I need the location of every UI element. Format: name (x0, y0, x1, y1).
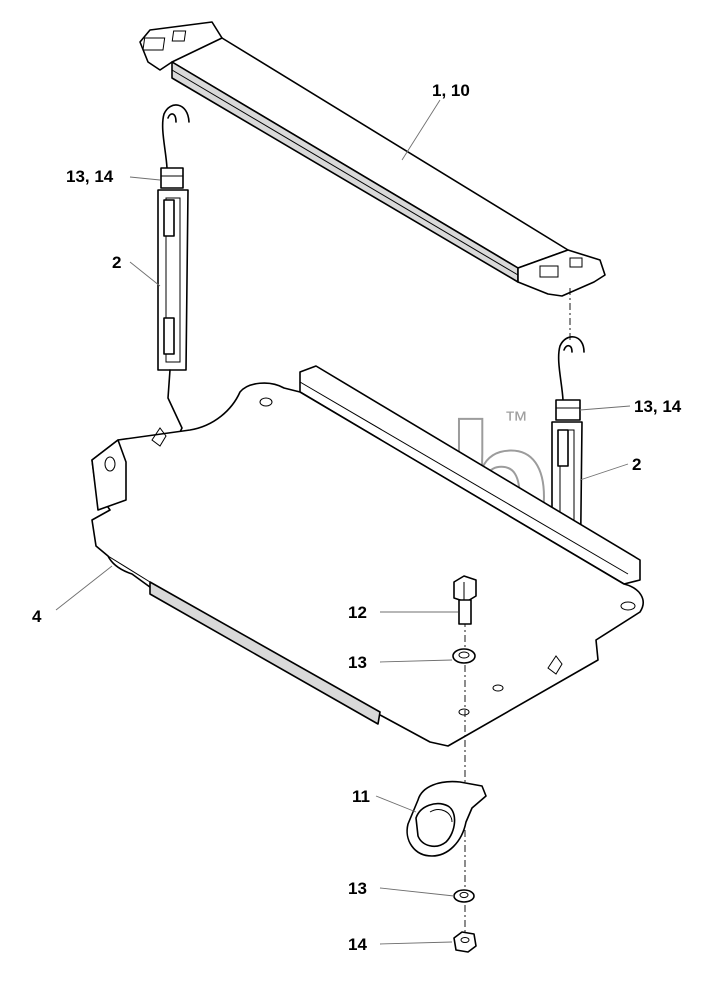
callout-tray: 4 (32, 607, 42, 626)
leader-lines (55, 99, 631, 945)
callout-bolt: 12 (348, 603, 367, 622)
callout-turnbuckle-left: 2 (112, 253, 121, 272)
tray-part (91, 365, 644, 747)
callout-labels: 1, 10 13, 14 2 13, 14 2 4 12 13 11 13 14 (32, 81, 682, 954)
nut-part (453, 931, 477, 953)
callout-strap: 1, 10 (432, 81, 470, 100)
washer-upper-part (452, 648, 476, 664)
callout-hook-clamp-left: 13, 14 (66, 167, 114, 186)
turnbuckle-left (157, 104, 190, 441)
callout-turnbuckle-right: 2 (632, 455, 641, 474)
callout-nut: 14 (348, 935, 367, 954)
callout-washer-lower: 13 (348, 879, 367, 898)
callout-hook-clamp-right: 13, 14 (634, 397, 682, 416)
bolt-part (453, 575, 477, 625)
washer-lower-part (453, 889, 475, 903)
strap-part (139, 21, 606, 297)
callout-clamp: 11 (352, 787, 370, 806)
callout-washer-upper: 13 (348, 653, 367, 672)
clamp-part (406, 780, 487, 857)
watermark-trademark: ™ (504, 407, 528, 434)
